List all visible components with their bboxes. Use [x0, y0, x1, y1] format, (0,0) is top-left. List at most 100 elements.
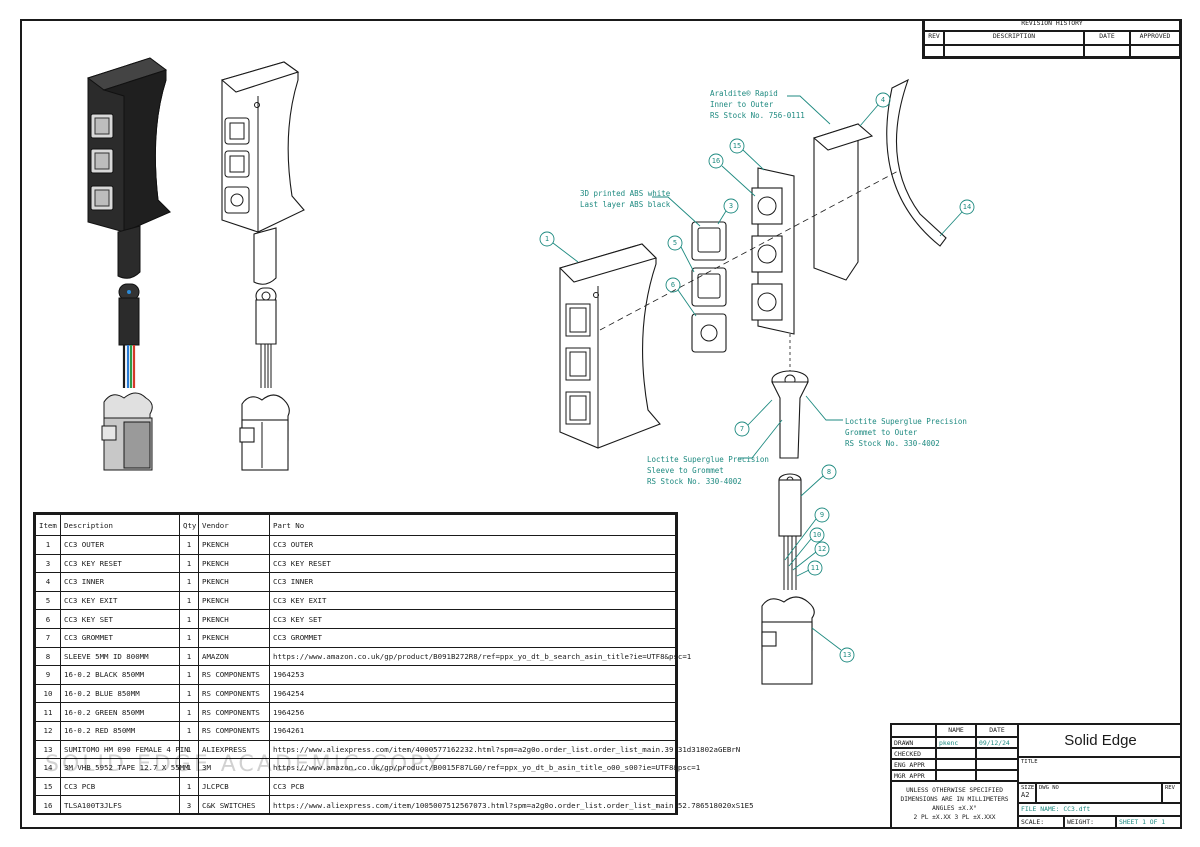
vendor-cell: 3M [198, 758, 270, 778]
size-cell: SIZE A2 [1018, 783, 1036, 803]
callout-15: 15 [729, 138, 765, 171]
part-no-cell: CC3 KEY RESET [269, 553, 676, 574]
vendor-cell: PKENCH [198, 553, 270, 574]
callout-7: 7 [734, 399, 773, 437]
eng-appr-name [936, 759, 976, 770]
part-no-cell: https://www.amazon.co.uk/gp/product/B091… [269, 646, 691, 667]
drawn-label: DRAWN [892, 737, 936, 748]
revision-title: REVISION HISTORY [924, 19, 1180, 31]
vendor-cell: C&K SWITCHES [198, 795, 270, 815]
qty-cell: 1 [179, 683, 199, 704]
vendor-cell: RS COMPONENTS [198, 702, 270, 722]
checked-label: CHECKED [892, 748, 936, 759]
description-cell: SUMITOMO HM 090 FEMALE 4 PIN [60, 739, 189, 760]
description-cell: SLEEVE 5MM ID 800MM [60, 646, 180, 667]
vendor-cell: RS COMPONENTS [198, 683, 270, 704]
tb-blank [892, 725, 936, 737]
callout-9: 9 [784, 507, 830, 561]
part-no-cell: https://www.aliexpress.com/item/10050075… [269, 795, 754, 815]
title-block: NAME DATE DRAWN pkenc 09/12/24 CHECKED E… [890, 723, 1182, 829]
part-no-cell: CC3 PCB [269, 776, 676, 797]
sheet-number: SHEET 1 OF 1 [1116, 816, 1182, 829]
qty-cell: 1 [179, 609, 199, 629]
brand-name: Solid Edge [1018, 725, 1182, 757]
description-cell: 3M VHB 5952 TAPE 12.7 X 55MM [60, 758, 189, 778]
part-no-cell: 1964261 [269, 720, 676, 741]
qty-cell: 1 [179, 702, 199, 722]
date-col-header: DATE [1084, 31, 1130, 45]
item-cell: 6 [35, 609, 61, 629]
qty-cell: 1 [179, 646, 199, 667]
drawn-date: 09/12/24 [976, 737, 1018, 748]
item-cell: 13 [35, 739, 61, 760]
svg-text:5: 5 [673, 239, 677, 247]
mgr-appr-date [976, 770, 1018, 781]
item-cell: 4 [35, 572, 61, 592]
item-cell: 8 [35, 646, 61, 667]
approved-col-header: APPROVED [1130, 31, 1180, 45]
rev-label: REV [1162, 783, 1182, 803]
item-cell: 7 [35, 627, 61, 648]
approved-cell [1130, 45, 1180, 57]
araldite-note-3: RS Stock No. 756-0111 [710, 111, 805, 120]
item-cell: 9 [35, 665, 61, 685]
vendor-cell: PKENCH [198, 572, 270, 592]
svg-text:8: 8 [827, 468, 831, 476]
item-cell: 12 [35, 720, 61, 741]
size-value: A2 [1021, 791, 1030, 799]
svg-text:13: 13 [843, 651, 851, 659]
description-cell: 16-0.2 BLUE 850MM [60, 683, 180, 704]
size-label: SIZE [1021, 785, 1035, 791]
item-cell: 5 [35, 590, 61, 611]
callout-4: 4 [859, 92, 891, 127]
tolerance-note: UNLESS OTHERWISE SPECIFIED DIMENSIONS AR… [892, 781, 1018, 829]
file-name: FILE NAME: CC3.dft [1018, 803, 1182, 816]
callout-11: 11 [796, 560, 823, 577]
loctite-grommet-note-1: Loctite Superglue Precision [845, 417, 967, 426]
svg-text:4: 4 [881, 96, 885, 104]
loctite-sleeve-note-1: Loctite Superglue Precision [647, 455, 769, 464]
title-label: TITLE [1018, 757, 1182, 783]
qty-cell: 1 [179, 720, 199, 741]
vendor-cell: AMAZON [198, 646, 270, 667]
name-header: NAME [936, 725, 976, 737]
part-no-cell: https://www.amazon.co.uk/gp/product/B001… [269, 758, 700, 778]
vendor-cell: JLCPCB [198, 776, 270, 797]
item-cell: 15 [35, 776, 61, 797]
callout-16: 16 [708, 153, 756, 197]
description-header: Description [60, 514, 180, 536]
date-cell [1084, 45, 1130, 57]
exploded-view [558, 78, 947, 685]
callout-14: 14 [939, 199, 975, 237]
qty-cell: 1 [179, 590, 199, 611]
part-no-cell: CC3 KEY SET [269, 609, 676, 629]
part-no-cell: CC3 GROMMET [269, 627, 676, 648]
svg-text:11: 11 [811, 564, 819, 572]
loctite-sleeve-note-3: RS Stock No. 330-4002 [647, 477, 742, 486]
svg-text:7: 7 [740, 425, 744, 433]
item-cell: 10 [35, 683, 61, 704]
dwg-no-label: DWG NO [1036, 783, 1162, 803]
callout-5: 5 [667, 235, 695, 273]
qty-cell: 1 [179, 776, 199, 797]
description-cell: 16-0.2 RED 850MM [60, 720, 180, 741]
loctite-grommet-note-2: Grommet to Outer [845, 428, 918, 437]
qty-cell: 3 [179, 795, 199, 815]
description-cell: CC3 OUTER [60, 535, 180, 555]
svg-text:6: 6 [671, 281, 675, 289]
qty-cell: 1 [179, 553, 199, 574]
vendor-cell: PKENCH [198, 609, 270, 629]
item-cell: 3 [35, 553, 61, 574]
part-no-cell: 1964256 [269, 702, 676, 722]
part-no-header: Part No [269, 514, 676, 536]
mgr-appr-label: MGR APPR [892, 770, 936, 781]
